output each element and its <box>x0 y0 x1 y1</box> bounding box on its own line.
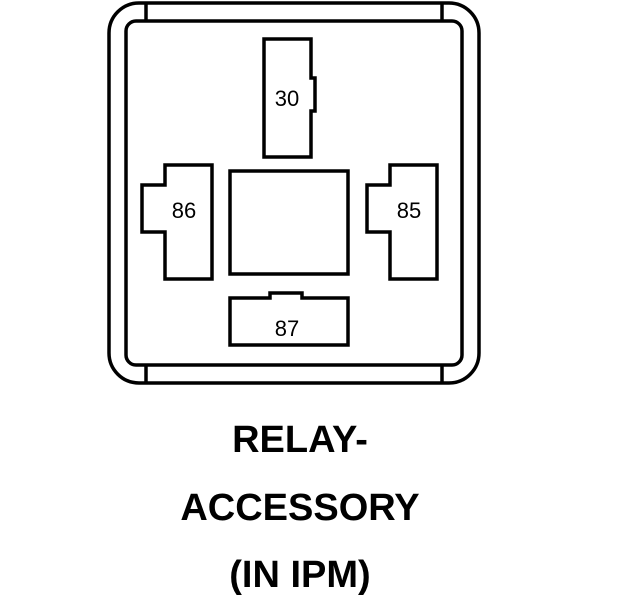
terminal-30-outline <box>262 37 317 159</box>
terminal-86-outline <box>140 163 214 281</box>
terminal-86-label: 86 <box>172 198 196 223</box>
terminal-85-outline <box>365 163 439 281</box>
relay-housing-outer <box>107 1 481 385</box>
terminal-87-label: 87 <box>275 316 299 341</box>
terminal-85-label: 85 <box>397 198 421 223</box>
caption-line-1: RELAY- <box>232 419 368 461</box>
terminal-87-outline <box>228 291 350 347</box>
relay-housing-inner <box>124 19 464 367</box>
caption-line-2: ACCESSORY <box>180 487 420 529</box>
terminal-30-label: 30 <box>275 86 299 111</box>
relay-center-block <box>228 169 350 276</box>
relay-connector-diagram: 30 86 85 87 <box>107 1 481 385</box>
caption-line-3: (IN IPM) <box>229 554 371 596</box>
